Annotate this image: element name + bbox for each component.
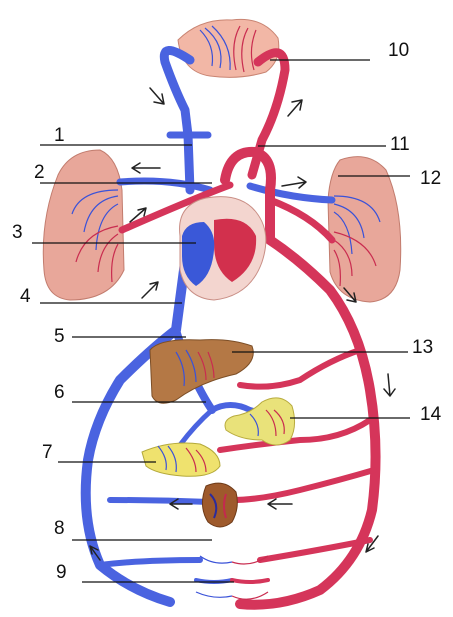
label-5: 5 xyxy=(54,326,65,347)
intestine xyxy=(142,443,220,476)
lower-body-capillaries xyxy=(196,556,268,599)
arteries xyxy=(122,53,376,605)
right-lung xyxy=(328,157,401,302)
label-3: 3 xyxy=(12,222,23,243)
label-2: 2 xyxy=(34,162,45,183)
label-8: 8 xyxy=(54,518,65,539)
heart xyxy=(180,197,266,300)
label-12: 12 xyxy=(420,168,441,189)
label-6: 6 xyxy=(54,382,65,403)
label-14: 14 xyxy=(420,404,442,425)
kidney xyxy=(202,483,237,527)
label-9: 9 xyxy=(56,562,67,583)
left-lung xyxy=(43,150,124,300)
label-11: 11 xyxy=(390,134,410,155)
label-1: 1 xyxy=(54,125,65,146)
label-13: 13 xyxy=(412,337,433,358)
label-7: 7 xyxy=(42,442,53,463)
label-10: 10 xyxy=(388,40,409,61)
brain-organ xyxy=(178,19,279,77)
label-4: 4 xyxy=(20,286,31,307)
